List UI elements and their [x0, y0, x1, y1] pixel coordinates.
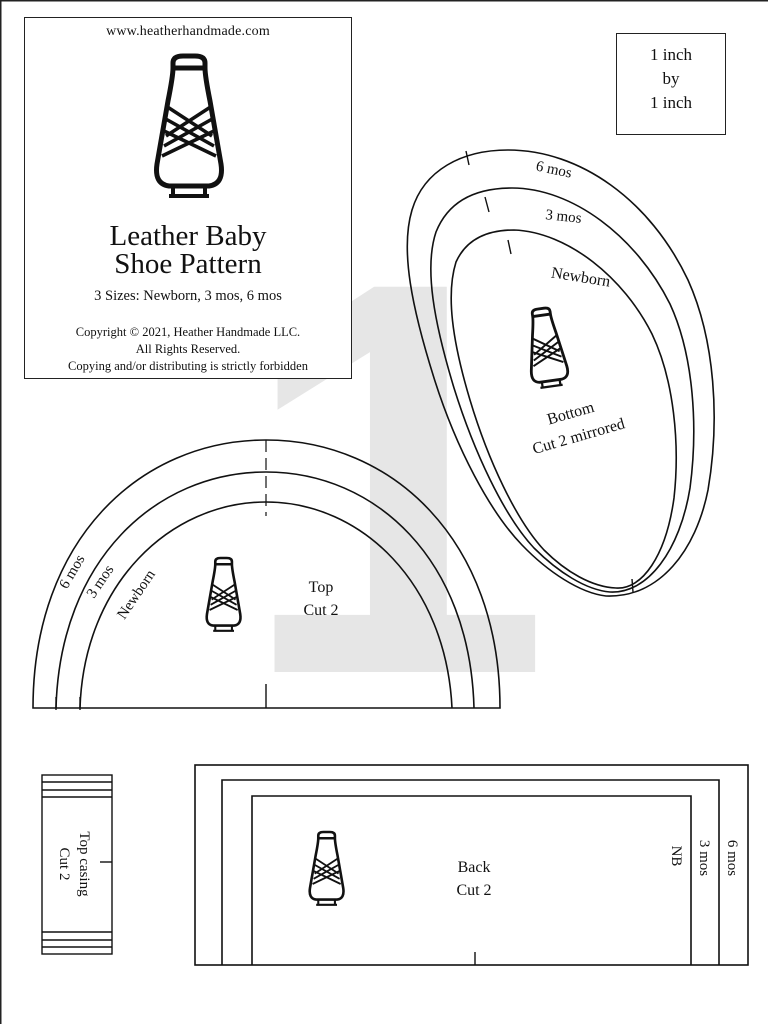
- copyright-line-3: Copying and/or distributing is strictly …: [68, 359, 308, 373]
- back-label-newborn: NB: [668, 846, 684, 867]
- back-label-6mos: 6 mos: [724, 840, 740, 876]
- bottom-label-newborn: Newborn: [550, 265, 611, 291]
- top-piece-instruction: Cut 2: [303, 602, 338, 619]
- sizes-line: 3 Sizes: Newborn, 3 mos, 6 mos: [94, 288, 282, 304]
- back-piece-instruction: Cut 2: [456, 882, 491, 899]
- scale-check-box: 1 inch by 1 inch: [616, 33, 726, 135]
- back-piece-name: Back: [458, 859, 491, 876]
- top-spool-icon: [205, 556, 242, 633]
- back-spool-icon: [308, 830, 345, 907]
- bottom-outline-3mos: [430, 187, 695, 593]
- scale-line-1: 1 inch: [649, 45, 693, 64]
- back-outline-6mos: [194, 764, 749, 966]
- back-outline-newborn: [251, 795, 692, 965]
- spool-logo-icon: [143, 52, 235, 202]
- pattern-title: Leather Baby Shoe Pattern: [25, 220, 351, 280]
- casing-piece-name: Top casing: [76, 831, 92, 897]
- copyright-line-2: All Rights Reserved.: [135, 342, 241, 356]
- bottom-piece: [406, 149, 715, 597]
- bottom-outline-newborn: [450, 229, 677, 589]
- website-url: www.heatherhandmade.com: [106, 24, 270, 39]
- pattern-title-line-2: Shoe Pattern: [114, 248, 262, 280]
- casing-piece: [41, 774, 113, 955]
- top-outline-3mos: [55, 471, 475, 709]
- top-piece-name: Top: [309, 579, 334, 596]
- casing-piece-instruction: Cut 2: [56, 848, 72, 881]
- scale-line-2: by: [662, 69, 680, 88]
- bottom-label-3mos: 3 mos: [545, 207, 583, 227]
- top-label-3mos: 3 mos: [84, 562, 118, 601]
- scale-line-3: 1 inch: [649, 93, 693, 112]
- back-label-3mos: 3 mos: [696, 840, 712, 876]
- title-block: www.heatherhandmade.com Leather Baby Sho…: [24, 17, 352, 379]
- top-piece: [32, 439, 501, 710]
- copyright-notice: Copyright © 2021, Heather Handmade LLC. …: [25, 324, 351, 375]
- back-outline-3mos: [221, 779, 720, 965]
- bottom-label-6mos: 6 mos: [534, 158, 573, 181]
- back-piece: [194, 764, 749, 966]
- bottom-outline-6mos: [406, 149, 715, 597]
- pattern-title-line-1: Leather Baby: [109, 220, 267, 252]
- copyright-line-1: Copyright © 2021, Heather Handmade LLC.: [75, 325, 301, 339]
- top-label-newborn: Newborn: [114, 567, 159, 623]
